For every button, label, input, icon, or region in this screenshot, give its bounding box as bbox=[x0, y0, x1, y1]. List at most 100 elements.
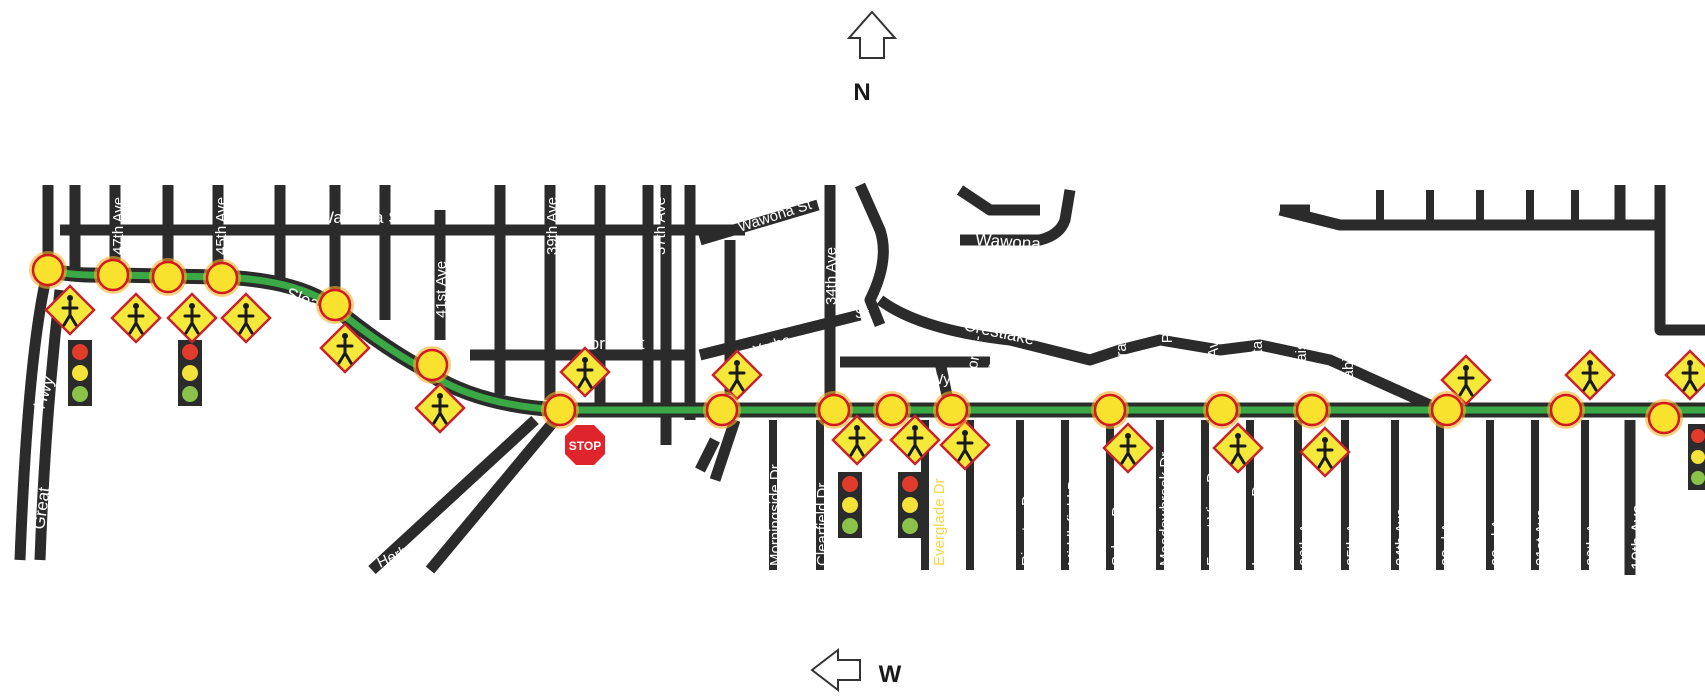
intersection-node-icon bbox=[703, 391, 741, 429]
traffic-signal-icon bbox=[898, 472, 922, 538]
pedestrian-crossing-sign-icon bbox=[1664, 349, 1705, 401]
cross-street-label: Morningside Dr bbox=[767, 464, 784, 566]
pedestrian-crossing-sign-icon bbox=[711, 349, 763, 401]
traffic-signal-icon bbox=[68, 340, 92, 406]
pedestrian-crossing-sign-icon bbox=[939, 419, 991, 471]
intersection-node-icon bbox=[316, 286, 354, 324]
yorba-label-1: Yorba St bbox=[580, 334, 645, 353]
cross-street-label: Vale Ave bbox=[1205, 332, 1222, 390]
pedestrian-crossing-sign-icon bbox=[1564, 349, 1616, 401]
cross-street-label: 37th Ave bbox=[652, 197, 669, 255]
north-side-streets bbox=[42, 185, 1705, 445]
cross-street-label: Goleta Ave bbox=[1249, 312, 1266, 385]
bottom-cross-street-labels: Morningside Dr Clearfield Dr Everglade D… bbox=[767, 452, 1647, 570]
west-label: W bbox=[879, 661, 902, 688]
cross-street-label: Paraiso Pl bbox=[1293, 317, 1310, 385]
cross-street-label: Meadowbrook Dr bbox=[1157, 452, 1174, 566]
pedestrian-crossing-sign-icon bbox=[414, 382, 466, 434]
intersection-node-icon bbox=[1293, 391, 1331, 429]
wawona-label-4: Wawona St bbox=[1445, 237, 1532, 256]
pedestrian-crossing-sign-icon bbox=[166, 292, 218, 344]
cross-street-label: 20th Ave bbox=[1584, 508, 1601, 566]
constanso-label-b: anso bbox=[980, 354, 1002, 389]
stop-sign-label: STOP bbox=[569, 439, 601, 453]
constanso-label-c: Wy bbox=[997, 356, 1018, 381]
cross-street-label: Riverton Dr bbox=[1019, 490, 1036, 566]
wawona-label-1: Wawona St bbox=[318, 208, 405, 227]
wawona-label-3a: Wawona bbox=[975, 230, 1042, 254]
pedestrian-signs bbox=[44, 284, 1705, 478]
pedestrian-crossing-sign-icon bbox=[110, 292, 162, 344]
blvd-label: Blvd bbox=[612, 417, 645, 436]
cross-street-label: Everglade Dr bbox=[931, 478, 948, 566]
cross-street-label: 19th Ave bbox=[1628, 504, 1647, 570]
cross-street-label: 22nd Ave bbox=[1489, 504, 1506, 566]
yorba-label-2b: St bbox=[855, 305, 870, 322]
cross-street-label: Middlefield Dr bbox=[1065, 474, 1082, 566]
great-hwy-label-a: Great bbox=[29, 486, 54, 531]
cross-street-label: Forest View Dr bbox=[1204, 467, 1221, 566]
traffic-signals bbox=[68, 340, 1705, 538]
intersection-node-icon bbox=[1645, 399, 1683, 437]
top-cross-street-labels: 47th Ave 45th Ave 41st Ave 39th Ave 37th… bbox=[110, 197, 1357, 390]
cross-street-label: 41st Ave bbox=[433, 261, 450, 318]
pedestrian-crossing-sign-icon bbox=[889, 414, 941, 466]
cross-street-label: 34th Ave bbox=[823, 247, 840, 305]
cross-street-label: Clearfield Dr bbox=[814, 483, 831, 566]
intersection-node-icon bbox=[94, 256, 132, 294]
intersection-node-icon bbox=[1091, 391, 1129, 429]
cross-street-label: 25th Ave bbox=[1344, 508, 1361, 566]
cross-street-label: 24th Ave bbox=[1393, 508, 1410, 566]
cross-street-label: 45th Ave bbox=[213, 197, 230, 255]
crestlake-label-b: Dr bbox=[1398, 362, 1422, 387]
intersection-nodes bbox=[29, 251, 1683, 437]
pedestrian-crossing-sign-icon bbox=[44, 284, 96, 336]
cross-street-label: 26th Ave bbox=[1297, 508, 1314, 566]
cross-street-label: El Mirasol Pl bbox=[1113, 307, 1130, 390]
pedestrian-crossing-sign-icon bbox=[1212, 422, 1264, 474]
arrow-left-icon bbox=[810, 647, 861, 693]
diagonal-roads bbox=[14, 268, 560, 575]
pedestrian-crossing-sign-icon bbox=[220, 292, 272, 344]
cross-street-label: 39th Ave bbox=[544, 197, 561, 255]
pedestrian-crossing-sign-icon bbox=[319, 322, 371, 374]
cross-street-label: 21st Ave bbox=[1533, 509, 1550, 566]
intersection-node-icon bbox=[933, 391, 971, 429]
intersection-node-icon bbox=[1547, 391, 1585, 429]
wawona-label-2: Wawona St bbox=[736, 196, 814, 236]
intersection-node-icon bbox=[203, 259, 241, 297]
intersection-node-icon bbox=[541, 391, 579, 429]
north-label: N bbox=[853, 79, 870, 106]
pedestrian-crossing-sign-icon bbox=[1440, 354, 1492, 406]
intersection-node-icon bbox=[1203, 391, 1241, 429]
cross-street-label: 23rd Ave bbox=[1439, 507, 1456, 566]
pedestrian-crossing-sign-icon bbox=[1299, 426, 1351, 478]
wawona-street-lines bbox=[60, 189, 1665, 246]
intersection-node-icon bbox=[149, 258, 187, 296]
pedestrian-crossing-sign-icon bbox=[559, 346, 611, 398]
cross-street-label: Palos Pl bbox=[1159, 330, 1176, 385]
intersection-node-icon bbox=[873, 391, 911, 429]
arrow-up-icon bbox=[846, 10, 898, 59]
intersection-node-icon bbox=[815, 391, 853, 429]
cross-street-label: Sylvan Dr bbox=[1109, 501, 1126, 566]
wawona-label-3b: St bbox=[1075, 247, 1091, 266]
intersection-node-icon bbox=[29, 251, 67, 289]
cross-street-label: Springfield Dr bbox=[977, 475, 994, 566]
south-side-streets bbox=[695, 418, 1636, 575]
cross-street-label: Inverness Dr bbox=[1249, 481, 1266, 566]
north-compass: N bbox=[846, 10, 898, 106]
traffic-signal-icon bbox=[1688, 424, 1705, 490]
intersection-node-icon bbox=[413, 346, 451, 384]
cross-street-label: 47th Ave bbox=[110, 197, 127, 255]
traffic-signal-icon bbox=[838, 472, 862, 538]
pedestrian-crossing-sign-icon bbox=[831, 414, 883, 466]
west-compass: W bbox=[810, 647, 902, 693]
intersection-node-icon bbox=[1428, 391, 1466, 429]
escondido-label: Escondido Wy bbox=[855, 371, 951, 388]
pedestrian-crossing-sign-icon bbox=[1102, 422, 1154, 474]
stop-sign-icon: STOP bbox=[565, 425, 605, 465]
traffic-signal-icon bbox=[178, 340, 202, 406]
cross-street-label: Gabilan Wy bbox=[1340, 312, 1357, 390]
